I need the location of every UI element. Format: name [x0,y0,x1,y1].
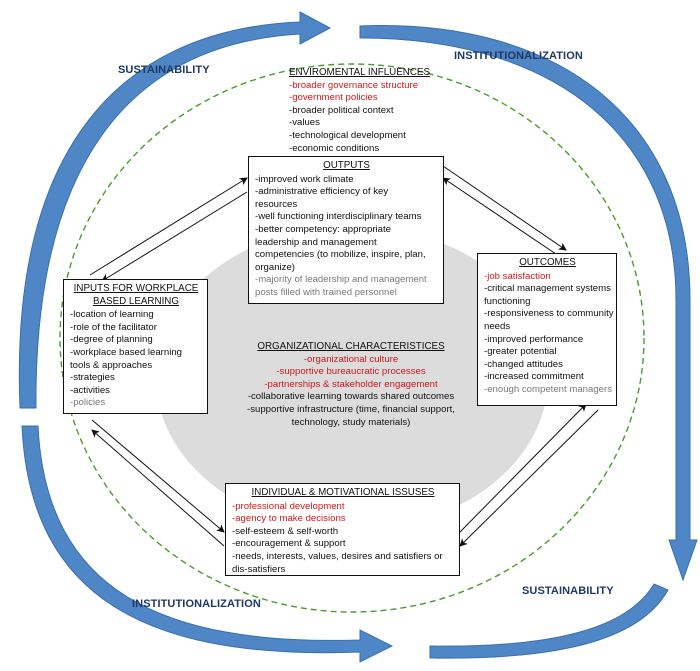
arrow-outcomes-to-outputs [442,177,557,255]
list-item: -majority of leadership and management [255,274,427,286]
list-item: -technological development [289,129,406,141]
cycle-arrow-bottom-right [429,583,669,659]
list-item: competencies (to mobilize, inspire, plan… [255,249,426,261]
environment-dashed-circle [59,63,645,613]
outcomes-list: -job satisfaction-critical management sy… [484,270,614,397]
list-item: -well functioning interdisciplinary team… [255,211,422,223]
list-item: -changed attitudes [484,358,563,370]
list-item: -increased commitment [484,371,584,383]
list-item: -improved work climate [255,173,354,185]
list-item: -partnerships & stakeholder engagement [264,378,438,390]
list-item: dis-satisfiers [232,563,286,575]
cycle-arrow-top-right [359,25,698,582]
list-item: leadership and management [255,236,377,248]
arrow-inputs-to-individual [91,419,225,533]
cycle-arrow-top-left [18,11,332,409]
list-item: -government policies [289,92,378,104]
list-item: resources [255,198,298,210]
list-item: -broader governance structure [289,79,419,91]
list-item: -workplace based learning [70,346,182,358]
list-item: -encouragement & support [232,538,346,550]
inputs-list: -location of learning-role of the facili… [70,309,202,410]
individual-box: INDIVIDUAL & MOTIVATIONAL ISSUSES -profe… [225,483,460,576]
organizational-characteristics: ORGANIZATIONAL CHARACTERISTICES -organiz… [216,341,486,429]
organizational-title: ORGANIZATIONAL CHARACTERISTICES [257,341,445,352]
inputs-title-line-2: BASED LEARNING [92,295,180,307]
list-item: -enough competent managers [484,383,612,395]
outcomes-title: OUTCOMES [519,257,576,268]
list-item: -greater potential [484,346,557,358]
cycle-arrow-bottom-left [21,425,394,663]
list-item: -administrative efficiency of key [255,186,389,198]
individual-list: -professional development-agency to make… [232,501,454,577]
list-item: functioning [484,295,531,307]
list-item: -professional development [232,500,345,512]
outputs-box: OUTPUTS -improved work climate-administr… [248,156,444,304]
environmental-influences: ENVIROMENTAL INFLUENCES -broader governa… [289,67,430,155]
list-item: organize) [255,261,295,273]
list-item: -supportive infrastructure (time, financ… [247,403,455,415]
list-item: -critical management systems [484,283,611,295]
list-item: -job satisfaction [484,270,551,282]
arrow-individual-to-outcomes [459,403,587,533]
arrow-outputs-to-outcomes [442,165,567,251]
list-item: needs [484,320,511,332]
inputs-title: INPUTS FOR WORKPLACE BASED LEARNING [70,283,202,308]
inputs-title-line-1: INPUTS FOR WORKPLACE [73,283,199,294]
outputs-list: -improved work climate-administrative ef… [255,174,438,300]
list-item: -role of the facilitator [70,321,157,333]
list-item: -supportive bureaucratic processes [276,366,426,378]
list-item: tools & approaches [70,359,153,371]
label-institutionalization-top: INSTITUTIONALIZATION [454,50,583,62]
environmental-list: -broader governance structure-government… [289,80,430,156]
list-item: -collaborative learning towards shared o… [247,391,455,403]
list-item: -values [289,117,320,129]
organizational-list: -organizational culture-supportive burea… [216,354,486,430]
arrow-individual-to-inputs [91,429,225,547]
list-item: -better competency: appropriate [255,223,391,235]
arrow-outputs-to-inputs [101,191,248,282]
arrow-outcomes-to-individual [459,409,599,547]
list-item: -organizational culture [303,353,399,365]
list-item: posts filled with trained personnel [255,286,397,298]
list-item: -agency to make decisions [232,513,346,525]
list-item: -self-esteem & self-worth [232,525,339,537]
environmental-title: ENVIROMENTAL INFLUENCES [289,67,430,78]
list-item: technology, study materials) [291,416,411,428]
label-sustainability-bottom: SUSTAINABILITY [522,585,614,597]
arrow-inputs-to-outputs [89,177,248,276]
list-item: -location of learning [70,309,154,321]
list-item: -economic conditions [289,142,380,154]
inputs-box: INPUTS FOR WORKPLACE BASED LEARNING -loc… [63,279,208,414]
list-item: -improved performance [484,333,584,345]
list-item: -strategies [70,372,115,384]
list-item: -needs, interests, values, desires and s… [232,550,443,562]
label-sustainability-top: SUSTAINABILITY [118,64,210,76]
list-item: -degree of planning [70,334,153,346]
list-item: -policies [70,397,106,409]
individual-title: INDIVIDUAL & MOTIVATIONAL ISSUSES [251,487,435,498]
list-item: -responsiveness to community [484,308,614,320]
label-institutionalization-bottom: INSTITUTIONALIZATION [132,598,261,610]
list-item: -activities [70,384,110,396]
list-item: -broader political context [289,104,394,116]
outputs-title: OUTPUTS [323,160,370,171]
outcomes-box: OUTCOMES -job satisfaction-critical mana… [477,253,617,406]
